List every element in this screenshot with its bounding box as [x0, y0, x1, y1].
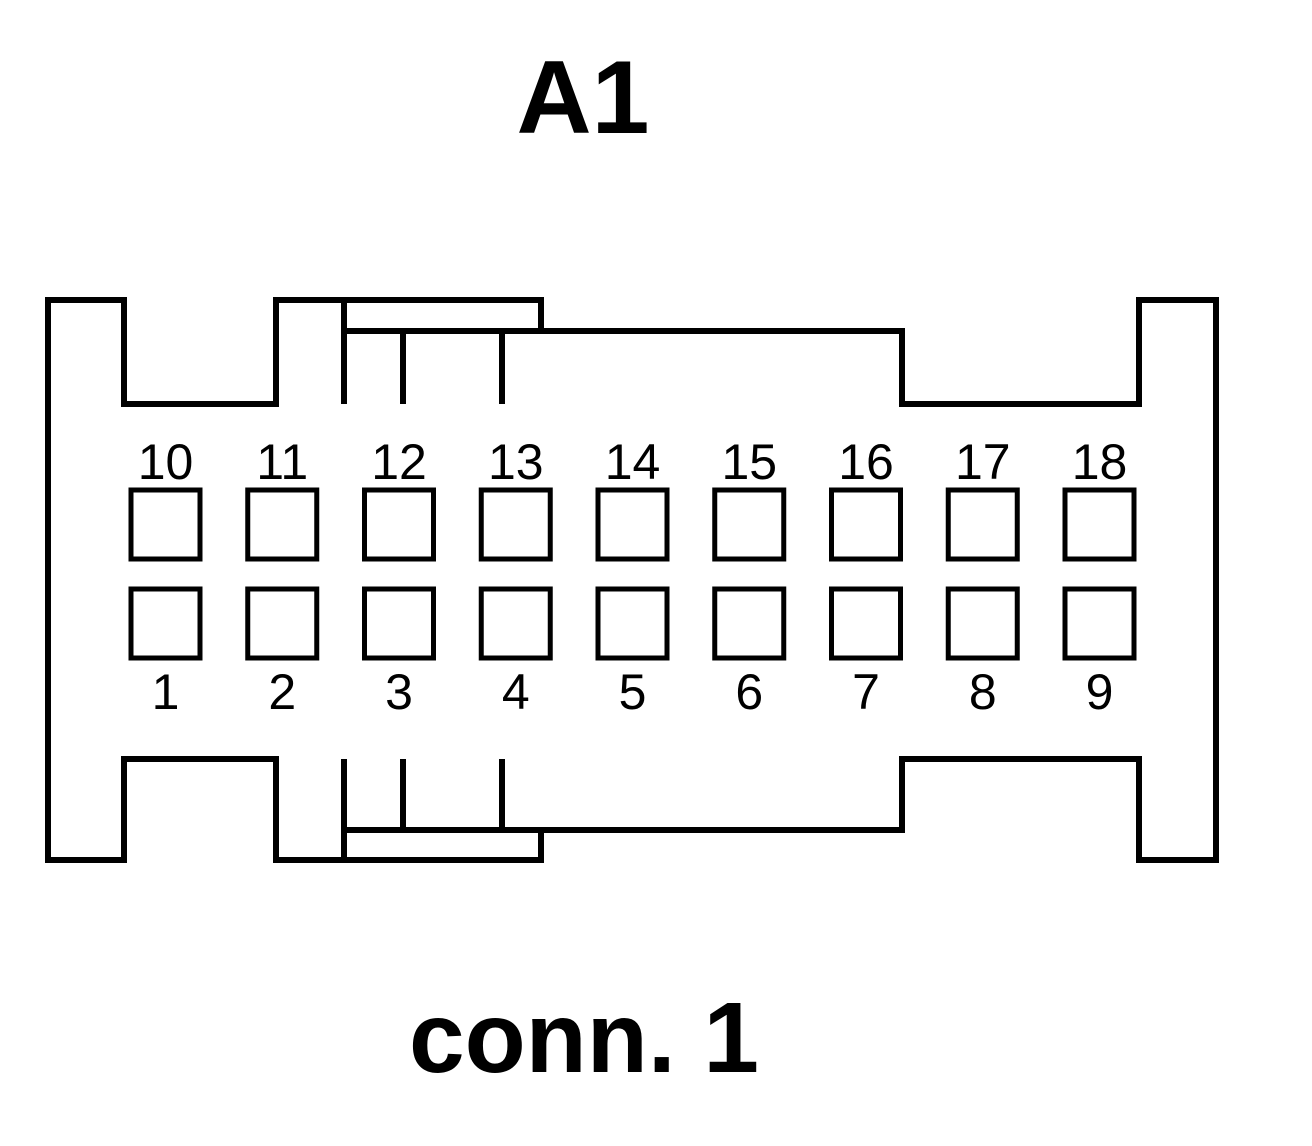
pin-10-label: 10: [138, 434, 194, 490]
upper-latch: [341, 300, 541, 404]
pin-14-cavity: [595, 487, 670, 562]
pin-13-cavity: [478, 487, 553, 562]
pin-6-label: 6: [735, 664, 763, 720]
pin-7-label: 7: [852, 664, 880, 720]
pin-18-cavity: [1062, 487, 1137, 562]
pin-15-label: 15: [721, 434, 777, 490]
pin-10-cavity: [128, 487, 203, 562]
pin-1-label: 1: [152, 664, 180, 720]
pin-4-cavity: [478, 586, 553, 661]
pin-7-cavity: [829, 586, 903, 661]
pin-16-cavity: [829, 487, 903, 562]
pin-9-label: 9: [1086, 664, 1114, 720]
pin-16-label: 16: [838, 434, 894, 490]
housing-outline: [45, 297, 1219, 863]
pin-row-top: 10 11 12 13 14 15 16 17 18: [128, 434, 1137, 562]
pin-8-cavity: [945, 586, 1020, 661]
pin-9-cavity: [1062, 586, 1137, 661]
pin-3-cavity: [362, 586, 436, 661]
pin-11-cavity: [245, 487, 320, 562]
connector-title: A1: [517, 40, 650, 156]
pin-14-label: 14: [605, 434, 661, 490]
pin-3-label: 3: [385, 664, 413, 720]
pin-12-label: 12: [371, 434, 427, 490]
pin-2-label: 2: [268, 664, 296, 720]
pin-6-cavity: [712, 586, 787, 661]
pin-12-cavity: [362, 487, 436, 562]
pin-11-label: 11: [256, 434, 308, 490]
pin-18-label: 18: [1072, 434, 1128, 490]
pin-5-label: 5: [619, 664, 647, 720]
pin-13-label: 13: [488, 434, 544, 490]
lower-latch: [341, 759, 541, 860]
pin-17-label: 17: [955, 434, 1011, 490]
pin-5-cavity: [595, 586, 670, 661]
connector-caption: conn. 1: [409, 982, 759, 1094]
pin-1-cavity: [128, 586, 203, 661]
pin-8-label: 8: [969, 664, 997, 720]
pin-row-bottom: 1 2 3 4 5 6 7 8 9: [128, 586, 1137, 720]
pin-4-label: 4: [502, 664, 530, 720]
connector-housing: [45, 297, 1219, 863]
pin-17-cavity: [945, 487, 1020, 562]
pin-2-cavity: [245, 586, 320, 661]
pin-15-cavity: [712, 487, 787, 562]
